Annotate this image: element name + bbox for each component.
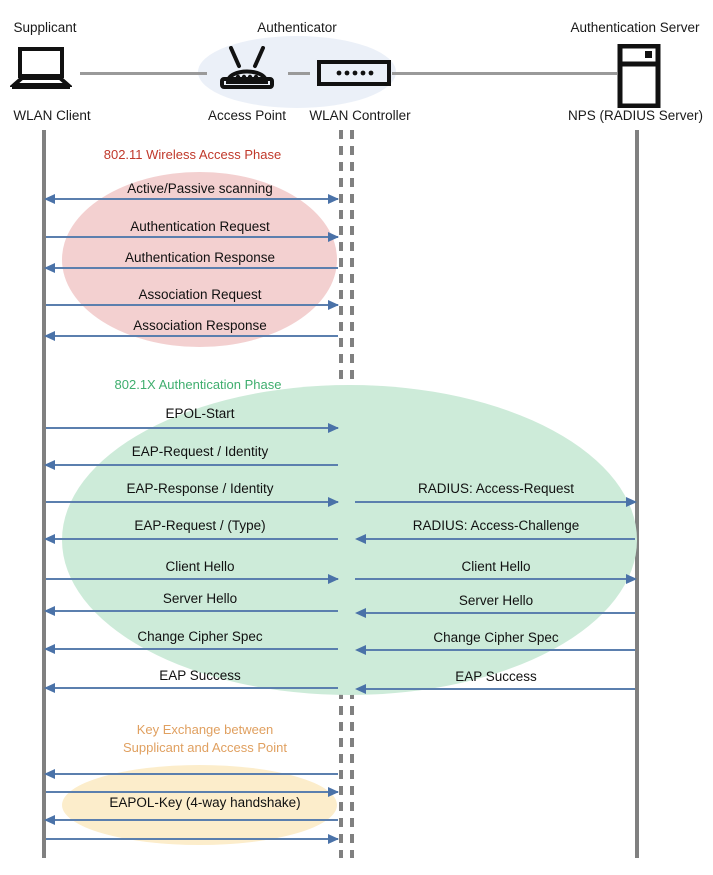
message-arrow: [46, 304, 338, 306]
message-label: Association Response: [133, 318, 267, 333]
message-label-right: RADIUS: Access-Request: [417, 481, 575, 496]
actor-device-access-point: Access Point: [207, 108, 287, 123]
wire-ap-to-wlc: [288, 72, 310, 75]
message-label: EAP-Response / Identity: [126, 481, 274, 496]
arrowhead-left-icon: [44, 644, 55, 654]
message-arrow: [46, 687, 338, 689]
message-arrow: [46, 198, 338, 200]
message-arrow-right: [357, 688, 635, 690]
arrowhead-right-icon: [626, 574, 637, 584]
message-label-right: Server Hello: [458, 593, 534, 608]
message-arrow: [46, 773, 338, 775]
arrowhead-left-icon: [44, 534, 55, 544]
message-label-right: Client Hello: [461, 559, 531, 574]
message-arrow: [46, 464, 338, 466]
arrowhead-left-icon: [44, 194, 55, 204]
arrowhead-left-icon: [44, 769, 55, 779]
phase-1-ellipse: [62, 172, 337, 347]
message-label: EAP Success: [159, 668, 241, 683]
message-arrow-right: [357, 612, 635, 614]
phase-3-ellipse: [62, 765, 337, 845]
arrowhead-right-icon: [328, 787, 339, 797]
message-arrow: [46, 819, 338, 821]
message-arrow-right: [357, 538, 635, 540]
phase-label-key-exchange: Key Exchange between Supplicant and Acce…: [122, 722, 288, 755]
message-arrow: [46, 610, 338, 612]
actor-role-authenticator: Authenticator: [257, 20, 337, 35]
message-label: Authentication Response: [124, 250, 276, 265]
wire-client-to-ap: [80, 72, 207, 75]
message-arrow-right: [355, 578, 635, 580]
message-arrow: [46, 335, 338, 337]
arrowhead-right-icon: [328, 497, 339, 507]
phase-label-802-11: 802.11 Wireless Access Phase: [103, 147, 282, 162]
lifeline-supplicant: [42, 130, 46, 858]
message-label: Client Hello: [165, 559, 235, 574]
phase-label-802-1x: 802.1X Authentication Phase: [114, 377, 282, 392]
arrowhead-right-icon: [328, 574, 339, 584]
arrowhead-left-icon: [44, 606, 55, 616]
message-arrow-right: [357, 649, 635, 651]
message-label: EAP-Request / Identity: [131, 444, 269, 459]
wlan-controller-icon: [317, 60, 391, 91]
message-label: EAP-Request / (Type): [134, 518, 266, 533]
message-label-right: EAP Success: [455, 669, 537, 684]
message-label: Server Hello: [162, 591, 238, 606]
message-label-right: RADIUS: Access-Challenge: [412, 518, 580, 533]
arrowhead-right-icon: [328, 232, 339, 242]
access-point-icon: [216, 46, 278, 97]
message-arrow: [46, 648, 338, 650]
message-arrow: [46, 538, 338, 540]
message-label: Active/Passive scanning: [127, 181, 273, 196]
arrowhead-left-icon: [355, 608, 366, 618]
message-arrow: [46, 236, 338, 238]
message-arrow-right: [355, 501, 635, 503]
arrowhead-right-icon: [328, 300, 339, 310]
arrowhead-left-icon: [355, 645, 366, 655]
actor-device-wlan-controller: WLAN Controller: [309, 108, 411, 123]
arrowhead-right-icon: [626, 497, 637, 507]
wire-wlc-to-server: [392, 72, 617, 75]
message-arrow: [46, 578, 338, 580]
message-arrow: [46, 501, 338, 503]
arrowhead-left-icon: [44, 815, 55, 825]
arrowhead-right-icon: [328, 423, 339, 433]
actor-device-nps-radius-server: NPS (RADIUS Server): [567, 108, 704, 123]
arrowhead-left-icon: [44, 263, 55, 273]
laptop-icon: [8, 47, 74, 96]
message-label: Authentication Request: [130, 219, 270, 234]
lifeline-authentication-server: [635, 130, 639, 858]
phase-2-ellipse: [62, 385, 637, 695]
actor-device-wlan-client: WLAN Client: [13, 108, 91, 123]
arrowhead-left-icon: [355, 534, 366, 544]
message-arrow: [46, 791, 338, 793]
message-arrow: [46, 427, 338, 429]
message-arrow: [46, 267, 338, 269]
message-label: EPOL-Start: [165, 406, 235, 421]
message-label: Change Cipher Spec: [137, 629, 263, 644]
actor-role-supplicant: Supplicant: [13, 20, 77, 35]
arrowhead-right-icon: [328, 834, 339, 844]
arrowhead-right-icon: [328, 194, 339, 204]
message-label-right: Change Cipher Spec: [433, 630, 559, 645]
arrowhead-left-icon: [44, 460, 55, 470]
arrowhead-left-icon: [355, 684, 366, 694]
server-icon: [617, 43, 661, 113]
message-arrow: [46, 838, 338, 840]
message-label: Association Request: [138, 287, 262, 302]
message-label: EAPOL-Key (4-way handshake): [109, 795, 301, 810]
arrowhead-left-icon: [44, 683, 55, 693]
arrowhead-left-icon: [44, 331, 55, 341]
actor-role-authentication-server: Authentication Server: [570, 20, 700, 35]
